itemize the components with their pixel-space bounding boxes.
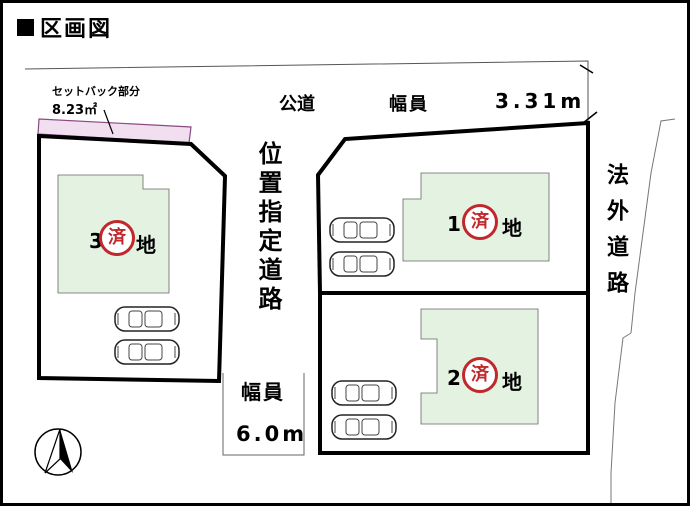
- setback-label: セットバック部分: [52, 85, 140, 98]
- setback-leader-line: [103, 109, 114, 135]
- outside-road-edge: [630, 118, 676, 334]
- lot-1-suffix: 地: [502, 216, 522, 240]
- lot-2-suffix: 地: [502, 370, 522, 394]
- designated-road-width-value: 6.0m: [236, 422, 308, 446]
- lot-2-number: 2: [447, 366, 461, 390]
- road-width-tick: [579, 64, 594, 74]
- car-icon: [329, 251, 395, 277]
- car-icon: [114, 306, 180, 332]
- car-icon: [329, 217, 395, 243]
- top-road-width-label: 幅員: [389, 94, 429, 115]
- designated-road-width-label: 幅員: [241, 380, 285, 404]
- lot-3-suffix: 地: [136, 233, 156, 257]
- designated-road-edge: [222, 373, 305, 456]
- car-icon: [331, 380, 397, 406]
- road-boundary-line: [24, 60, 589, 123]
- public-road-label: 公道: [279, 94, 315, 115]
- lot-1-number: 1: [447, 212, 461, 236]
- lot-1-sold-stamp: 済: [462, 204, 498, 240]
- site-plan-drawing: [24, 60, 676, 503]
- title-bullet-icon: [17, 18, 34, 36]
- car-icon: [114, 339, 180, 365]
- car-icon: [331, 414, 397, 440]
- title-text: 区画図: [40, 17, 113, 42]
- outside-road-edge: [610, 332, 632, 503]
- top-road-width-value: 3.31m: [495, 89, 586, 113]
- lot-3-sold-stamp: 済: [99, 220, 135, 256]
- road-width-tick: [582, 111, 598, 124]
- outside-road-label: 法外道路: [603, 163, 628, 307]
- page-title: 区画図: [17, 11, 112, 43]
- designated-road-label: 位置指定道路: [254, 141, 282, 315]
- lot-2-sold-stamp: 済: [462, 357, 498, 393]
- north-arrow-icon: [34, 428, 82, 476]
- setback-area-value: 8.23㎡: [52, 103, 98, 118]
